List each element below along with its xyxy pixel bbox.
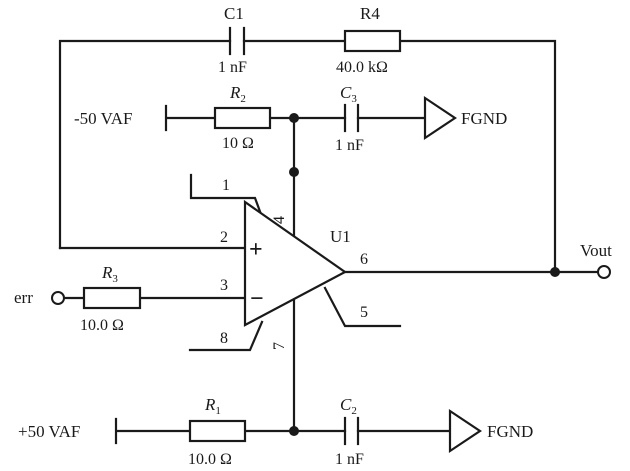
pin-number-6: 6 (360, 251, 368, 268)
fgnd-top-label: FGND (461, 109, 507, 128)
pin-number-5: 5 (360, 304, 368, 321)
r3-value: 10.0 Ω (80, 317, 124, 334)
vout-label: Vout (580, 241, 612, 260)
opamp-minus-sign: − (250, 286, 264, 312)
pos-supply-wire (114, 417, 452, 445)
capacitor-c2 (343, 416, 360, 446)
opamp-plus-sign: + (249, 237, 263, 263)
terminal-vout[interactable] (597, 265, 611, 279)
ground-triangle-bottom (448, 408, 482, 454)
opamp-u1 (243, 199, 348, 327)
feedback-wire (58, 39, 557, 274)
pin-number-1: 1 (222, 177, 230, 194)
r2-value: 10 Ω (222, 135, 254, 152)
c1-value: 1 nF (218, 59, 247, 76)
capacitor-c1 (228, 26, 246, 56)
pin-number-4: 4 (271, 216, 288, 224)
r1-label: R1 (204, 395, 221, 417)
wire-pin8 (188, 320, 264, 352)
neg-supply-wire (164, 104, 427, 132)
pin-number-7: 7 (271, 342, 288, 350)
c2-value: 1 nF (335, 451, 364, 468)
r4-value: 40.0 kΩ (336, 59, 388, 76)
r1-value: 10.0 Ω (188, 451, 232, 468)
r4-label: R4 (360, 4, 380, 23)
r2-label: R2 (229, 83, 246, 105)
err-label: err (14, 288, 33, 307)
junction-dot (289, 113, 299, 123)
r3-label: R3 (101, 263, 118, 285)
pos-supply-label: +50 VAF (18, 422, 80, 441)
pin-number-8: 8 (220, 330, 228, 347)
fgnd-bottom-label: FGND (487, 422, 533, 441)
c2-label: C2 (340, 395, 357, 417)
neg-supply-label: -50 VAF (74, 109, 132, 128)
terminal-err[interactable] (51, 291, 65, 305)
junction-dot (550, 267, 560, 277)
ground-triangle-top (423, 95, 457, 141)
capacitor-c3 (343, 103, 360, 133)
resistor-r1 (188, 419, 247, 443)
junction-dot (289, 426, 299, 436)
c1-label: C1 (224, 4, 244, 23)
junction-dot (289, 167, 299, 177)
c3-value: 1 nF (335, 137, 364, 154)
wire-pin5 (323, 286, 402, 328)
resistor-r4 (343, 29, 402, 53)
pin-number-3: 3 (220, 277, 228, 294)
c3-label: C3 (340, 83, 357, 105)
resistor-r2 (213, 106, 272, 130)
pin-number-2: 2 (220, 229, 228, 246)
u1-label: U1 (330, 227, 351, 246)
resistor-r3 (82, 286, 142, 310)
